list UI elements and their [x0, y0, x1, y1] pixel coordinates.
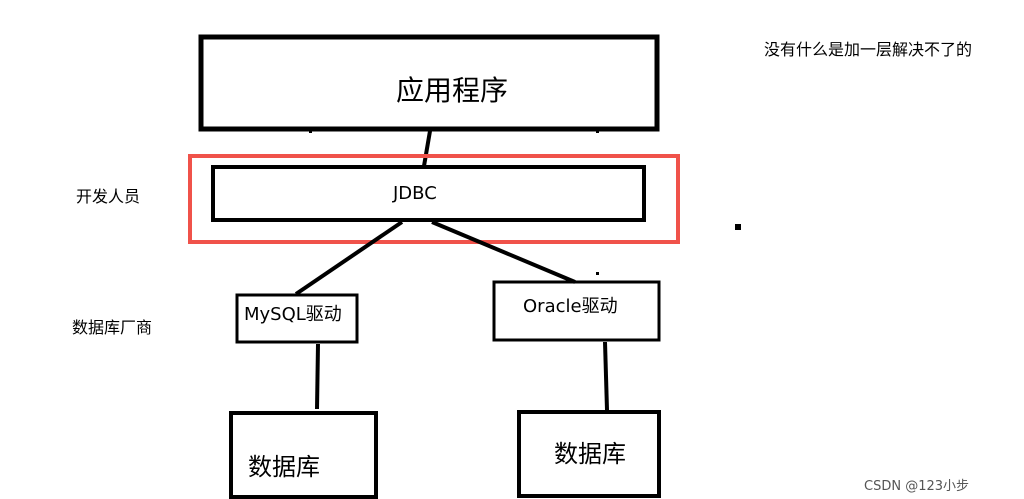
connector-mysql-db [315, 343, 320, 410]
mysql-driver-box [235, 293, 359, 344]
note-top-right: 没有什么是加一层解决不了的 [764, 40, 973, 59]
watermark: CSDN @123小步 [864, 479, 970, 494]
side-label-vendors: 数据库厂商 [72, 318, 153, 337]
connector-oracle-db [603, 341, 609, 411]
connector-jdbc-oracle [431, 220, 576, 284]
side-label-developers: 开发人员 [76, 187, 141, 206]
app-box [198, 34, 660, 132]
db-left-label: 数据库 [248, 453, 320, 481]
db-left-box [229, 411, 378, 499]
jdbc-box [211, 165, 646, 222]
mysql-driver-label: MySQL驱动 [244, 304, 342, 325]
connector-jdbc-mysql [294, 220, 404, 296]
jdbc-box-label: JDBC [393, 183, 437, 204]
stray-mark [596, 130, 599, 133]
connector-app-jdbc [422, 130, 432, 167]
stray-mark [735, 224, 741, 230]
highlight-frame [188, 154, 680, 244]
app-box-label: 应用程序 [396, 74, 509, 107]
stray-mark [596, 272, 599, 275]
db-right-box [517, 410, 661, 498]
oracle-driver-box [492, 280, 661, 342]
oracle-driver-label: Oracle驱动 [523, 296, 618, 317]
stray-mark [309, 130, 312, 133]
db-right-label: 数据库 [554, 440, 626, 468]
